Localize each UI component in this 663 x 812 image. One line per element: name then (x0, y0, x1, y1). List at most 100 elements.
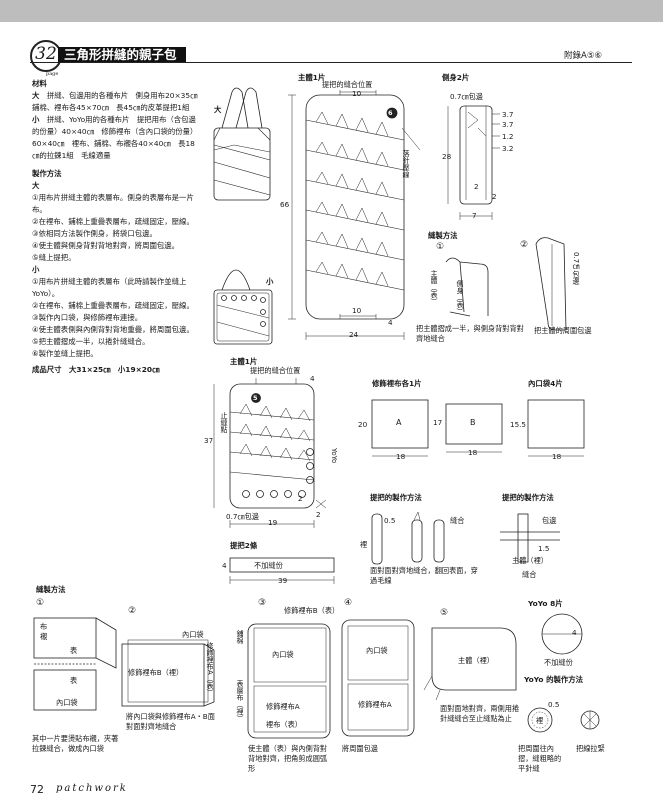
handle-attach-diagram (500, 513, 560, 563)
sewing-large-caption1: 把主體摺成一半，與側身背對背對齊地縫合 (416, 324, 524, 343)
small-body-pattern (213, 378, 327, 528)
s2-caption: 將內口袋與修飾裡布A・B面對面對齊地縫合 (126, 712, 215, 731)
handle-attach-title: 提把的製作方法 (502, 493, 554, 502)
large-body-title: 主體1片 (298, 73, 326, 82)
s1-outer: 表 (70, 646, 78, 655)
method-small-step: ⑥製作並縫上提把。 (32, 349, 98, 358)
s4-pocket: 內口袋 (366, 646, 388, 655)
gusset-dim-corner2: 2 (492, 192, 497, 201)
sewing-small-step5-num: ⑤ (440, 608, 449, 618)
yoyo-lining: 裡 (536, 716, 544, 725)
small-body-binding: 0.7㎝包邊 (226, 512, 259, 521)
yoyo-method-title: YoYo 的製作方法 (524, 675, 584, 684)
gusset-title: 側身2片 (442, 73, 470, 82)
yoyo-dim: 4 (572, 628, 577, 637)
s3-lining-a: 修飾裡布A (266, 702, 300, 711)
handle-method-seam: 0.5 (384, 516, 396, 525)
large-body-pattern (288, 90, 421, 340)
sewing-small-step1-num: ① (36, 598, 45, 608)
small-body-title: 主體1片 (230, 357, 258, 366)
sewing-small-step1 (33, 617, 117, 711)
lining-label-a: A (396, 418, 402, 427)
gusset-pattern (447, 105, 500, 220)
method-small-step: ⑤把主體摺成一半，以捲針縫縫合。 (32, 337, 150, 346)
small-bag-label: 小 (266, 277, 274, 286)
small-body-dim-height: 37 (204, 436, 214, 445)
method-small-step: ②在裡布、鋪棉上重疊表層布，疏縫固定，壓線。 (32, 301, 194, 310)
handle-attach-binding: 包邊 (542, 516, 557, 525)
s3-caption: 使主體（表）與內側背對背地對齊，把角剪成圓弧形 (248, 744, 328, 773)
yoyo-caption1: 把周圍往內摺，縫粗略的平針縫 (518, 744, 562, 773)
sewing-large-body-outer: 主體（表） (430, 270, 438, 305)
gusset-dim: 3.7 (502, 110, 514, 119)
small-body-yoyo: YoYo (330, 448, 338, 464)
method-small-label: 小 (32, 265, 40, 274)
sewing-large-binding: 0.7㎝包邊 (572, 252, 580, 285)
page-title: 三角形拼縫的親子包 (58, 47, 186, 63)
s3-pocket: 內口袋 (272, 650, 294, 659)
s3-lining-b: 修飾裡布B（表） (284, 606, 340, 615)
method-large-step: ①用布片拼縫主體的表層布。側身的表層布是一片布。 (32, 193, 194, 214)
sewing-large-heading: 縫製方法 (428, 231, 458, 240)
s1-pocket: 內口袋 (56, 698, 78, 707)
method-small-step: ①用布片拼縫主體的表層布（此時請製作並縫上YoYo）。 (32, 277, 187, 298)
lining-dim-w2: 18 (468, 448, 478, 457)
handle-dim-h: 4 (222, 561, 227, 570)
gusset-dim: 3.7 (502, 120, 514, 129)
yoyo-seam: 0.5 (548, 700, 560, 709)
pattern-ref: 附錄A⑤⑥ (564, 51, 603, 61)
s2-lining-a: 修飾裡布A（表） (206, 642, 214, 696)
handle-method-caption: 面對面對齊地縫合，翻回表面，穿過毛線 (370, 566, 478, 585)
small-body-dim-corner: 4 (310, 374, 315, 383)
pocket-dim-h: 15.5 (510, 420, 527, 429)
yoyo-title: YoYo 8片 (528, 599, 563, 608)
gusset-dim-corner1: 2 (474, 182, 479, 191)
yoyo-caption2: 把線拉緊 (576, 744, 605, 753)
handle-label: 不加縫份 (254, 561, 283, 570)
magazine-brand: patchwork (56, 783, 128, 794)
method-large-label: 大 (32, 181, 40, 190)
sewing-small-step2-num: ② (128, 606, 137, 616)
small-body-zip-pos: 止縫點 (220, 412, 228, 433)
pocket-title: 內口袋4片 (528, 379, 563, 388)
handle-attach-dim: 1.5 (538, 544, 550, 553)
small-body-dim-c1: 2 (298, 494, 303, 503)
gusset-dim: 3.2 (502, 144, 514, 153)
sewing-small-step3 (247, 623, 331, 739)
s3-lining: 裡布（表） (266, 720, 302, 729)
handle-method-title: 提把的製作方法 (370, 493, 422, 502)
method-large-step: ②在裡布、鋪棉上重疊表層布，疏縫固定，壓線。 (32, 217, 194, 226)
method-small-step: ④使主體表側與內側背對背地重疊，將周圍包邊。 (32, 325, 194, 334)
lining-title: 修飾裡布各1片 (372, 379, 422, 388)
large-bag-illustration (213, 87, 271, 201)
sewing-large-caption2: 把主體的周圍包邊 (534, 326, 592, 335)
sewing-small-heading: 縫製方法 (36, 585, 66, 594)
large-body-dim-corner: 4 (388, 318, 393, 327)
s3-outer: 表層布（裡） (236, 680, 244, 722)
materials-small: 小 拼縫、YoYo用的各種布片 提把用布（含包邊的份量）40×40㎝ 修飾裡布（… (32, 115, 198, 160)
lining-dim-h2: 17 (433, 418, 443, 427)
finished-size: 成品尺寸 大31×25㎝ 小19×20㎝ (32, 365, 160, 374)
s2-pocket: 內口袋 (182, 630, 204, 639)
lining-dim-w1: 18 (396, 452, 406, 461)
page-number: 72 (30, 783, 44, 796)
small-body-marker: 5 (253, 394, 258, 402)
materials-large: 大 拼縫、包邊用的各種布片 側身用布20×35㎝ 鋪棉、裡布各45×70㎝ 長4… (32, 91, 205, 112)
large-body-dim-height: 66 (280, 200, 290, 209)
header-rule (30, 62, 632, 63)
lining-dim-h1: 20 (358, 420, 368, 429)
s1-caption: 其中一片要燙貼布襯，夾著拉鍊縫合，做成內口袋 (32, 734, 119, 753)
s2-lining-b: 修飾裡布B（裡） (128, 668, 184, 677)
large-body-handle-pos: 提把的縫合位置 (322, 80, 373, 89)
handle-attach-sew: 縫合 (522, 570, 537, 579)
large-body-dim-width: 24 (349, 330, 359, 339)
gusset-dim-height: 28 (442, 152, 452, 161)
pocket-dim-w: 18 (552, 452, 562, 461)
lining-label-b: B (470, 418, 476, 427)
large-body-marker: 6 (388, 109, 393, 117)
s1-outer2: 表 (70, 676, 78, 685)
method-heading: 製作方法 (32, 169, 62, 178)
large-bag-label: 大 (214, 105, 222, 114)
s4-lining-a: 修飾裡布A (358, 700, 392, 709)
